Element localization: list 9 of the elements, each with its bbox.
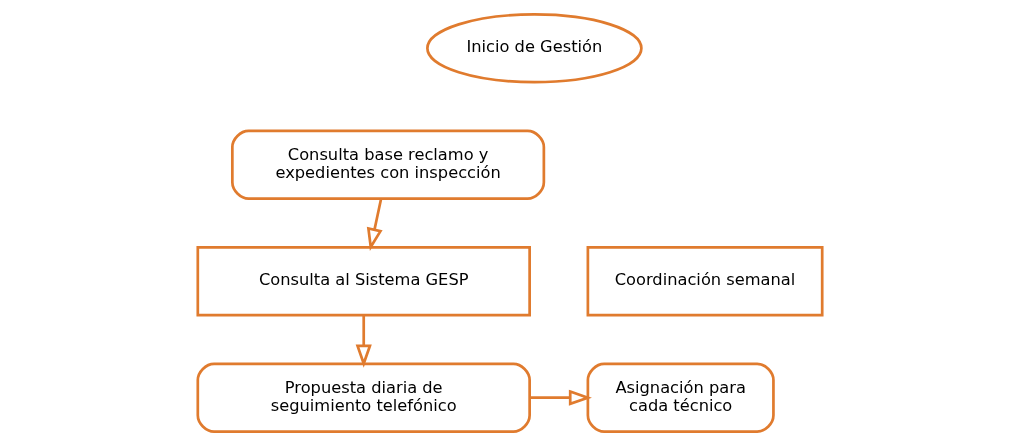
node-box: Consulta al Sistema GESP: [196, 245, 531, 316]
node-box: Propuesta diaria de seguimiento telefónico: [196, 362, 531, 433]
arrow: [366, 198, 383, 251]
arrow: [355, 315, 372, 368]
node-box: Coordinación semanal: [586, 245, 824, 316]
node-ellipse: Inicio de Gestión: [426, 12, 643, 83]
node-box: Asignación para cada técnico: [586, 362, 775, 433]
arrow: [530, 389, 592, 406]
node-box: Consulta base reclamo y expedientes con inspección: [231, 129, 546, 200]
